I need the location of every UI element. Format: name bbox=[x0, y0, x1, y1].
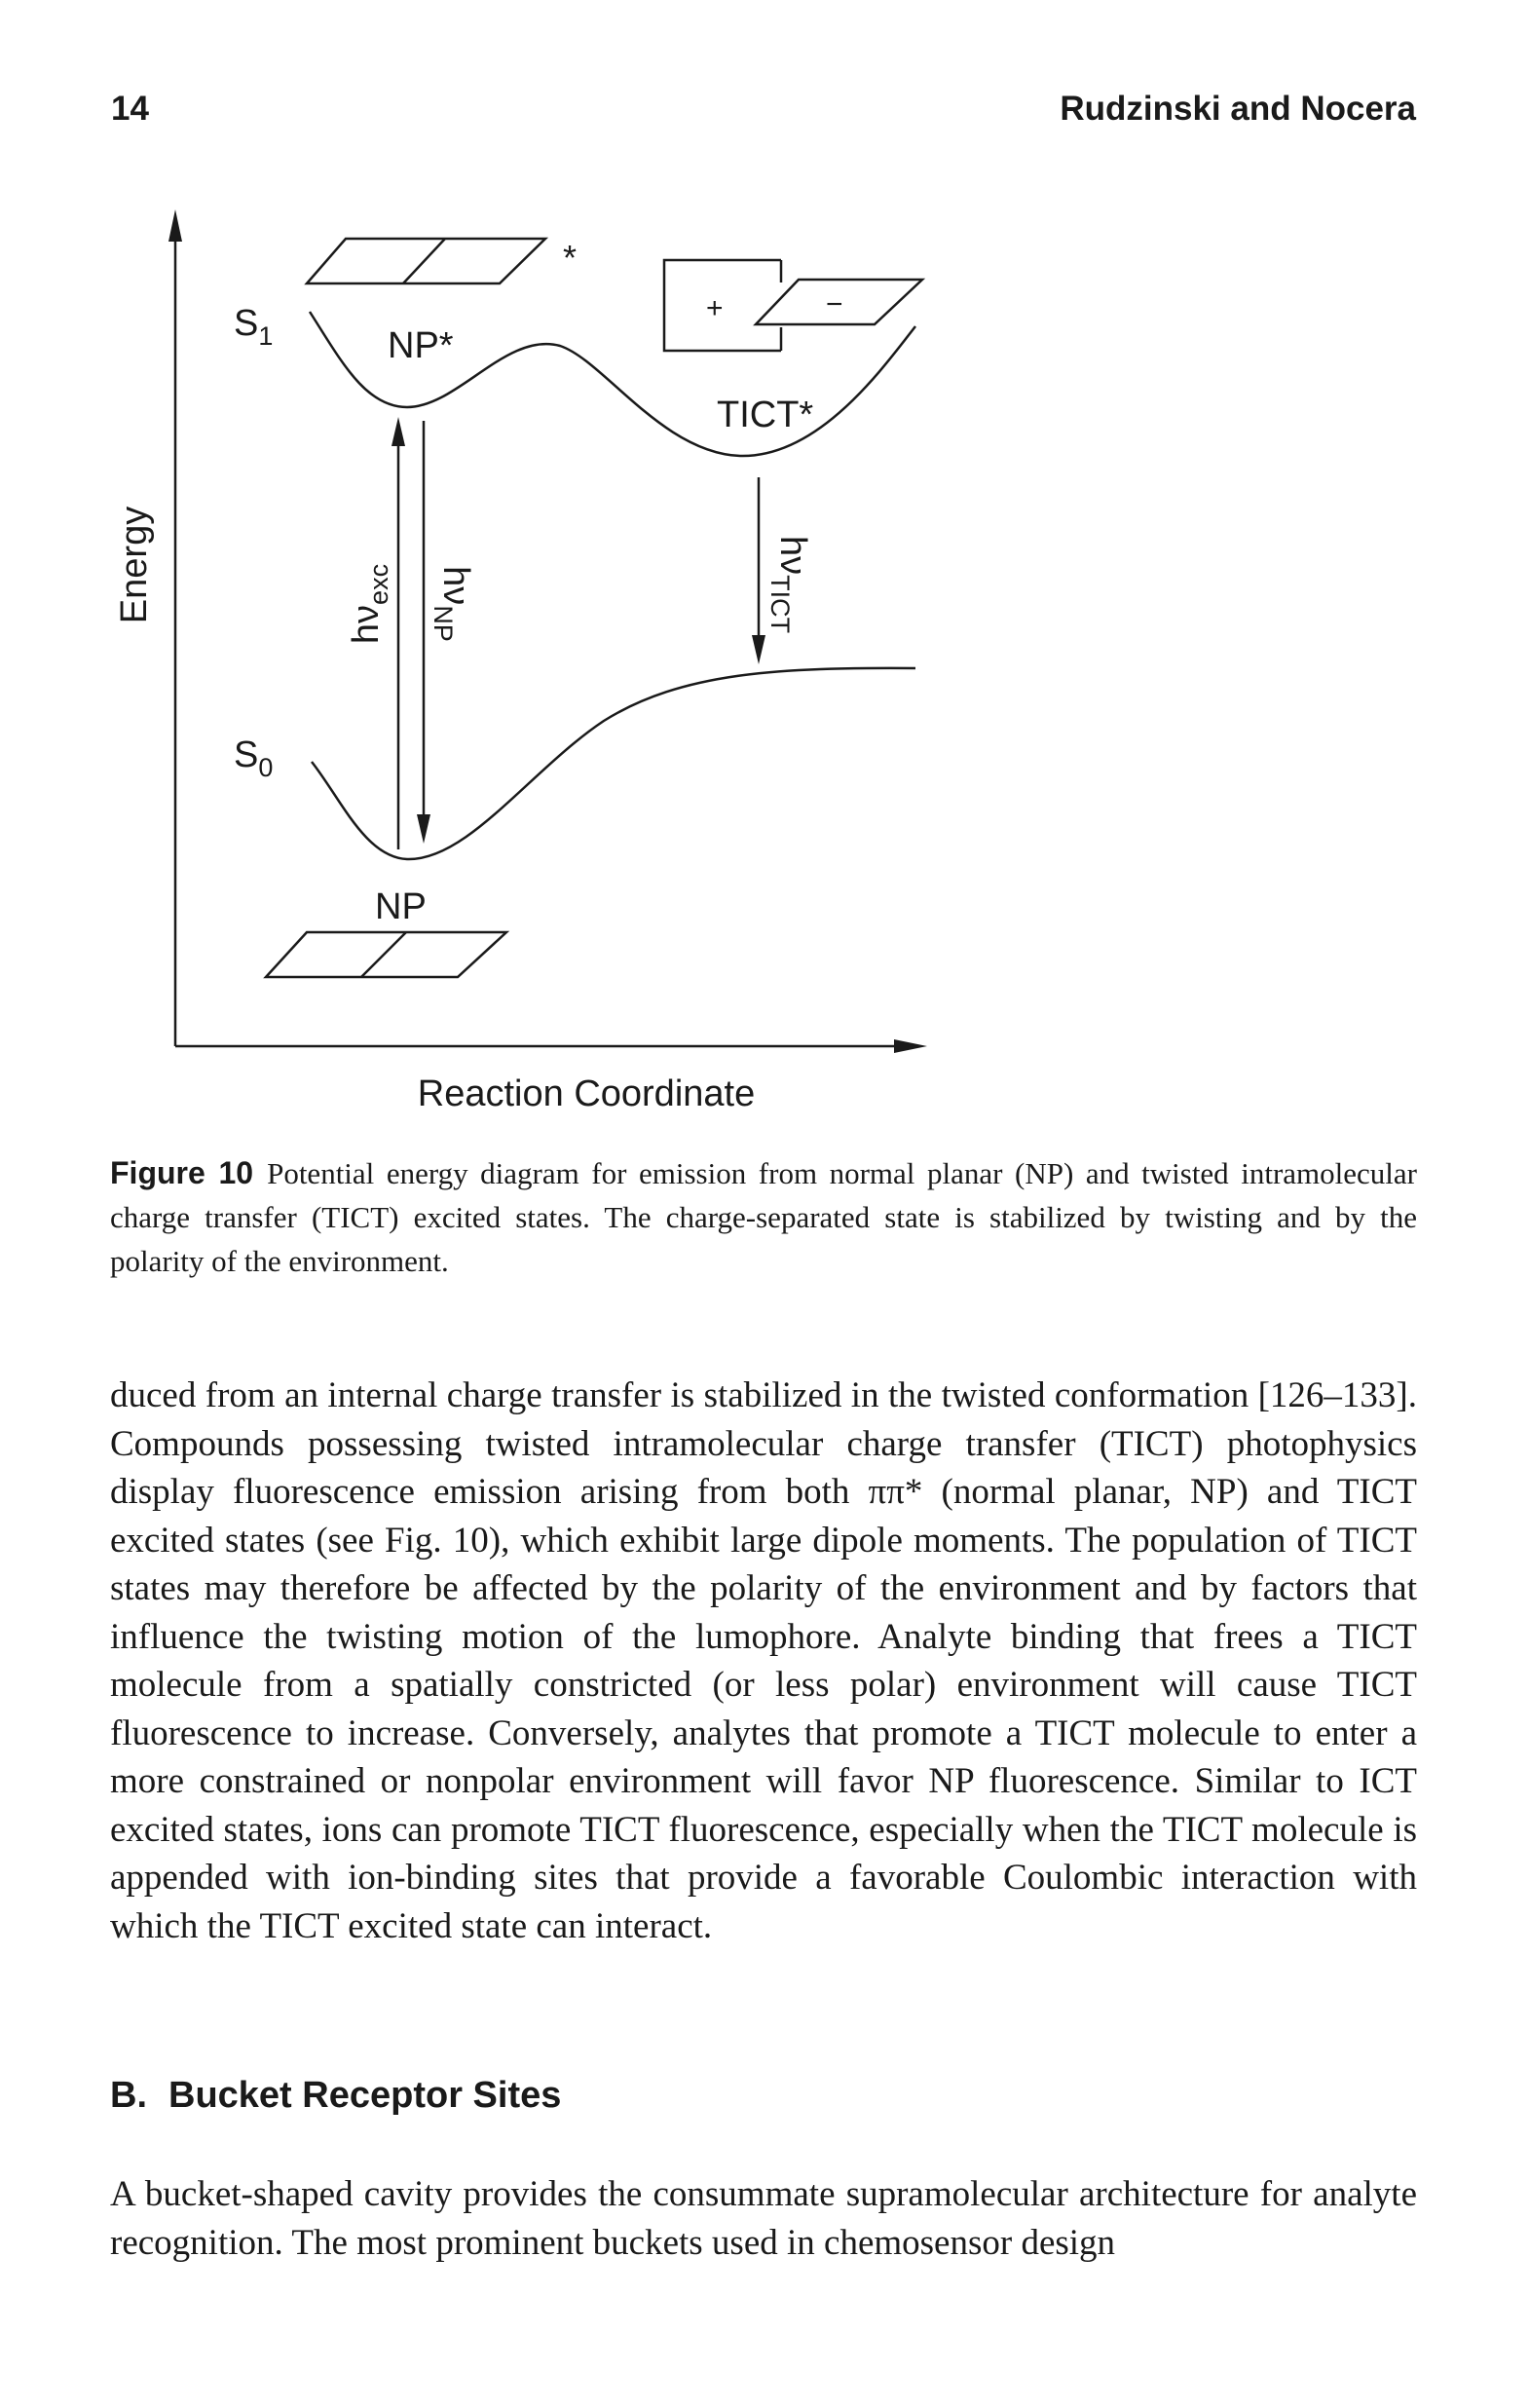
y-axis-label: Energy bbox=[114, 507, 155, 623]
hv-np-arrowhead bbox=[417, 814, 430, 844]
section-number: B. bbox=[110, 2075, 147, 2116]
np-label: NP bbox=[375, 886, 427, 927]
s0-curve bbox=[311, 666, 916, 861]
figure-caption-text: Potential energy diagram for emission fr… bbox=[110, 1156, 1417, 1278]
twisted-molecule-box bbox=[662, 258, 781, 353]
y-axis-arrowhead bbox=[168, 209, 182, 242]
x-axis-arrowhead bbox=[894, 1039, 927, 1053]
twisted-molecule-plane bbox=[753, 278, 926, 326]
hv-tict-arrowhead bbox=[752, 635, 765, 664]
planar-molecule-excited bbox=[304, 237, 549, 285]
hv-np-label: hνNP bbox=[429, 566, 476, 642]
x-axis-label: Reaction Coordinate bbox=[418, 1073, 755, 1114]
page-number: 14 bbox=[111, 90, 149, 128]
s1-curve bbox=[308, 311, 916, 458]
section-title: Bucket Receptor Sites bbox=[168, 2075, 562, 2116]
body-paragraph-1: duced from an internal charge transfer i… bbox=[110, 1375, 1417, 1946]
body-paragraph-2: A bucket-shaped cavity provides the cons… bbox=[110, 2174, 1417, 2263]
np-star-label: NP* bbox=[388, 325, 454, 366]
running-head: Rudzinski and Nocera bbox=[1060, 90, 1416, 128]
hv-exc-label: hνexc bbox=[346, 564, 393, 644]
hv-tict-label: hνTICT bbox=[765, 536, 813, 633]
minus-mark: − bbox=[826, 288, 843, 320]
figure-label: Figure 10 bbox=[110, 1155, 254, 1190]
planar-molecule-ground bbox=[263, 930, 510, 979]
s0-label: S0 bbox=[234, 734, 273, 782]
plus-mark: + bbox=[706, 292, 724, 324]
hv-exc-arrowhead bbox=[392, 417, 405, 446]
tict-star-label: TICT* bbox=[717, 395, 813, 435]
star-mark: * bbox=[563, 238, 577, 278]
energy-diagram: Energy Reaction Coordinate S1 S0 NP* TIC… bbox=[114, 209, 927, 1114]
section-heading: B. Bucket Receptor Sites bbox=[110, 2075, 561, 2117]
s1-label: S1 bbox=[234, 303, 273, 351]
